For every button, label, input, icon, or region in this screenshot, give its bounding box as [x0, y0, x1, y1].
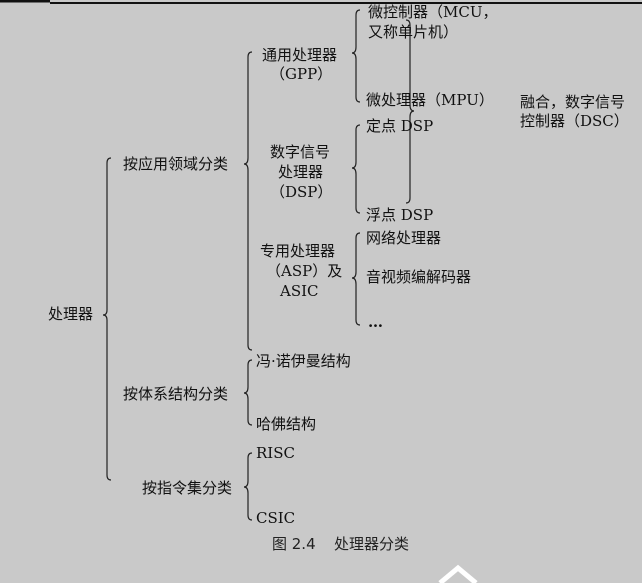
dsp-brace	[351, 124, 361, 214]
caption-number: 图 2.4	[272, 535, 316, 553]
root-label: 处理器	[48, 305, 93, 323]
mcu-item: 微控制器（MCU，	[368, 3, 497, 21]
network-processor-item: 网络处理器	[366, 229, 441, 247]
asp-label-2: （ASP）及	[266, 262, 342, 280]
risc-item: RISC	[256, 444, 295, 462]
asp-label-3: ASIC	[279, 282, 319, 300]
asp-label-1: 专用处理器	[260, 242, 335, 260]
caption-title: 处理器分类	[334, 535, 409, 553]
von-neumann-item: 冯·诺伊曼结构	[256, 352, 351, 370]
dsp-label-2: 处理器	[278, 163, 323, 181]
isa-brace	[243, 452, 253, 521]
fixed-point-dsp-item: 定点 DSP	[366, 117, 433, 135]
chevron-up-icon	[438, 564, 478, 583]
application-brace	[243, 51, 253, 351]
dsc-label-2: 控制器（DSC）	[520, 112, 629, 130]
architecture-brace	[243, 359, 253, 426]
isa-label: 按指令集分类	[142, 479, 232, 497]
gpp-label-2: （GPP）	[270, 65, 332, 83]
floating-point-dsp-item: 浮点 DSP	[366, 206, 433, 224]
mpu-item: 微处理器（MPU）	[366, 91, 494, 109]
asp-brace	[351, 232, 361, 326]
application-label: 按应用领域分类	[123, 155, 228, 173]
ellipsis-item: …	[368, 313, 383, 331]
dsp-label-1: 数字信号	[270, 143, 330, 161]
dsc-label-1: 融合，数字信号	[520, 93, 625, 111]
dsp-label-3: （DSP）	[270, 183, 332, 201]
gpp-label-1: 通用处理器	[262, 46, 337, 64]
dsc-brace	[405, 19, 415, 204]
root-brace	[102, 157, 112, 481]
csic-item: CSIC	[256, 509, 295, 527]
harvard-item: 哈佛结构	[256, 415, 316, 433]
gpp-brace	[351, 9, 361, 103]
architecture-label: 按体系结构分类	[123, 385, 228, 403]
mcu-item-cont: 又称单片机）	[368, 23, 458, 41]
codec-item: 音视频编解码器	[366, 268, 471, 286]
